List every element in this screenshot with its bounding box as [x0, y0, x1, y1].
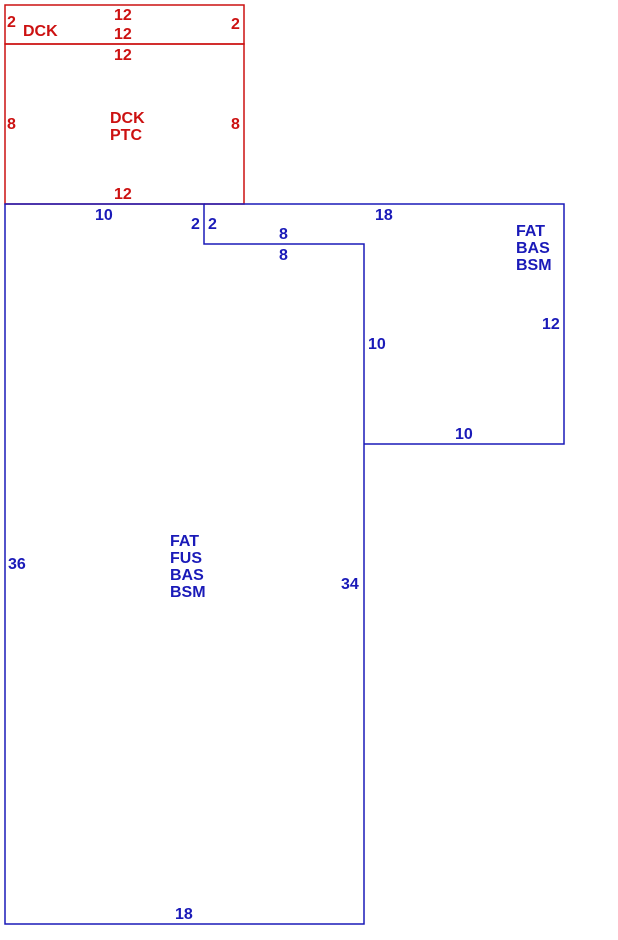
deck-dim-left: 2	[7, 14, 16, 31]
main-label-line-1: FAT	[170, 533, 199, 550]
main-dim-bottom: 18	[175, 906, 193, 923]
deck-dim-top: 12	[114, 7, 132, 24]
deck-patio-dim-left: 8	[7, 116, 16, 133]
deck-patio-dim-bottom: 12	[114, 186, 132, 203]
main-dim-right: 34	[341, 576, 359, 593]
main-dim-notch-top: 8	[279, 226, 288, 243]
deck-label: DCK	[23, 23, 58, 40]
main-label-line-3: BAS	[170, 567, 204, 584]
wing-label-line-3: BSM	[516, 257, 552, 274]
deck-patio-dim-right: 8	[231, 116, 240, 133]
main-dim-notch-right: 2	[208, 216, 217, 233]
deck-dim-bottom: 12	[114, 26, 132, 43]
main-dim-top-left: 10	[95, 207, 113, 224]
main-dim-notch-left: 2	[191, 216, 200, 233]
wing-label-line-2: BAS	[516, 240, 550, 257]
wing-dim-top: 18	[375, 207, 393, 224]
deck-patio-dim-top: 12	[114, 47, 132, 64]
wing-outline	[204, 203, 565, 445]
deck-dim-right: 2	[231, 16, 240, 33]
main-dim-inner-right: 10	[368, 336, 386, 353]
main-dim-left: 36	[8, 556, 26, 573]
main-dim-notch-bottom: 8	[279, 247, 288, 264]
main-label-line-2: FUS	[170, 550, 202, 567]
main-label-line-4: BSM	[170, 584, 206, 601]
wing-dim-bottom: 10	[455, 426, 473, 443]
wing-dim-right: 12	[542, 316, 560, 333]
deck-patio-label-line-1: DCK	[110, 110, 145, 127]
wing-label-line-1: FAT	[516, 223, 545, 240]
deck-patio-label-line-2: PTC	[110, 127, 142, 144]
